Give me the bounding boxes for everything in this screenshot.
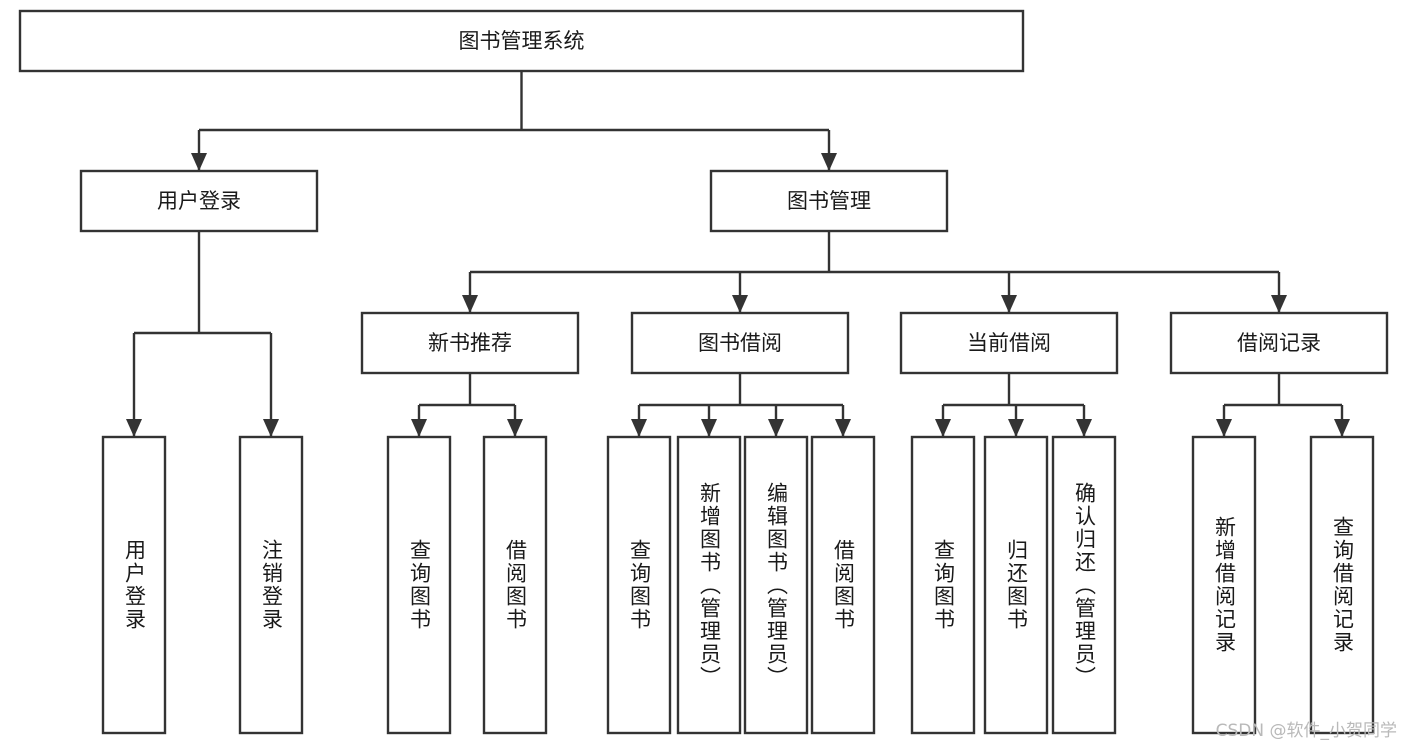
node-box-leaf-query-book-2[interactable] — [606, 435, 672, 735]
node-box-borrow-record[interactable] — [1169, 311, 1389, 375]
boxes-layer — [18, 9, 1389, 735]
node-box-leaf-confirm-return-admin[interactable] — [1051, 435, 1117, 735]
csdn-watermark: CSDN @软件_小贺同学 — [1215, 721, 1397, 741]
node-box-new-book-recommend[interactable] — [360, 311, 580, 375]
node-label-new-book-recommend: 新书推荐 — [428, 331, 512, 355]
arrow-head-icon-leaf-borrow-book-2 — [835, 419, 851, 437]
node-box-leaf-query-borrow-record[interactable] — [1309, 435, 1375, 735]
node-box-user-login[interactable] — [79, 169, 319, 233]
node-box-leaf-add-book-admin[interactable] — [676, 435, 742, 735]
arrow-head-icon-leaf-user-logout — [263, 419, 279, 437]
node-box-book-borrow[interactable] — [630, 311, 850, 375]
connectors-layer — [126, 71, 1350, 437]
node-label-user-login: 用户登录 — [157, 189, 241, 213]
arrow-head-icon-leaf-borrow-book-1 — [507, 419, 523, 437]
arrow-head-icon-new-book-recommend — [462, 295, 478, 313]
node-label-current-borrow: 当前借阅 — [967, 331, 1051, 355]
node-box-leaf-user-logout[interactable] — [238, 435, 304, 735]
arrow-head-icon-leaf-add-borrow-record — [1216, 419, 1232, 437]
node-box-leaf-query-book-1[interactable] — [386, 435, 452, 735]
arrow-head-icon-leaf-confirm-return-admin — [1076, 419, 1092, 437]
node-label-book-borrow: 图书借阅 — [698, 331, 782, 355]
arrow-head-icon-current-borrow — [1001, 295, 1017, 313]
node-box-leaf-borrow-book-2[interactable] — [810, 435, 876, 735]
node-box-current-borrow[interactable] — [899, 311, 1119, 375]
arrow-head-icon-book-borrow — [732, 295, 748, 313]
node-box-leaf-add-borrow-record[interactable] — [1191, 435, 1257, 735]
node-box-leaf-user-login[interactable] — [101, 435, 167, 735]
node-label-borrow-record: 借阅记录 — [1237, 331, 1321, 355]
node-label-root: 图书管理系统 — [459, 29, 585, 53]
node-label-book-management: 图书管理 — [787, 189, 871, 213]
arrow-head-icon-leaf-edit-book-admin — [768, 419, 784, 437]
arrow-head-icon-leaf-query-book-2 — [631, 419, 647, 437]
node-box-leaf-edit-book-admin[interactable] — [743, 435, 809, 735]
node-box-leaf-query-book-3[interactable] — [910, 435, 976, 735]
arrow-head-icon-leaf-user-login — [126, 419, 142, 437]
arrow-head-icon-leaf-query-book-1 — [411, 419, 427, 437]
node-box-leaf-return-book[interactable] — [983, 435, 1049, 735]
node-box-book-management[interactable] — [709, 169, 949, 233]
node-box-leaf-borrow-book-1[interactable] — [482, 435, 548, 735]
arrow-head-icon-leaf-query-borrow-record — [1334, 419, 1350, 437]
arrow-head-icon-borrow-record — [1271, 295, 1287, 313]
arrow-head-icon-leaf-add-book-admin — [701, 419, 717, 437]
arrow-head-icon-leaf-query-book-3 — [935, 419, 951, 437]
arrow-head-icon-leaf-return-book — [1008, 419, 1024, 437]
arrow-head-icon-user-login — [191, 153, 207, 171]
arrow-head-icon-book-management — [821, 153, 837, 171]
node-box-root[interactable] — [18, 9, 1025, 73]
